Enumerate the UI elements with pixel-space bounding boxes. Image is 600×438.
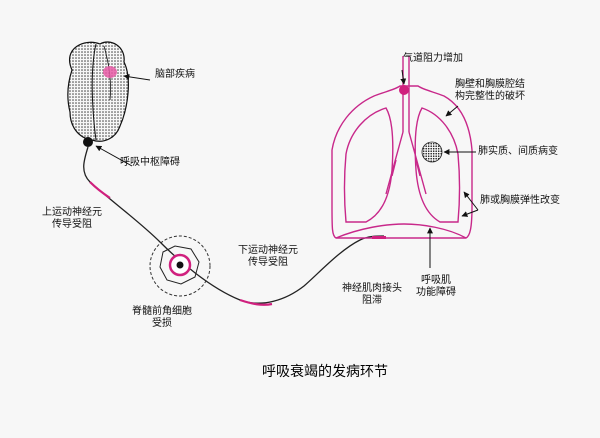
label-spinal: 脊髓前角细胞 受损 <box>122 306 202 330</box>
label-nmj-line2: 阻滞 <box>362 295 382 306</box>
spinal-cell-illustration <box>149 235 211 297</box>
label-resp-center: 呼吸中枢障碍 <box>120 157 180 168</box>
diagram-caption: 呼吸衰竭的发病环节 <box>262 364 388 380</box>
label-resp-muscle-line2: 功能障碍 <box>416 287 456 298</box>
lung-lesion <box>421 141 443 163</box>
label-lung-elasticity: 肺或胸膜弹性改变 <box>480 195 560 206</box>
label-airway: 气道阻力增加 <box>403 53 463 64</box>
label-upper-motor-line1: 上运动神经元 <box>42 207 102 218</box>
lungs-illustration <box>331 56 473 239</box>
label-chest-line1: 胸壁和胸膜腔结 <box>455 79 525 90</box>
resp-center-dot <box>83 137 93 147</box>
label-nmj-line1: 神经肌肉接头 <box>342 283 402 294</box>
label-resp-muscle: 呼吸肌 功能障碍 <box>406 275 466 299</box>
airway-narrowing <box>399 85 409 95</box>
label-lower-motor: 下运动神经元 传导受阻 <box>226 245 310 269</box>
label-spinal-line2: 受损 <box>152 318 172 329</box>
brain-illustration <box>67 41 129 147</box>
label-lung-parenchyma: 肺实质、间质病变 <box>478 146 558 157</box>
label-lower-motor-line1: 下运动神经元 <box>238 245 298 256</box>
label-resp-muscle-line1: 呼吸肌 <box>421 275 451 286</box>
label-upper-motor-line2: 传导受阻 <box>52 219 92 230</box>
label-nmj: 神经肌肉接头 阻滞 <box>330 283 414 307</box>
label-chest-line2: 构完整性的破坏 <box>455 91 525 102</box>
brain-lesion <box>103 66 117 78</box>
upper-motor-segment <box>89 181 111 199</box>
nmj-mark <box>372 236 386 239</box>
label-lower-motor-line2: 传导受阻 <box>248 257 288 268</box>
lower-motor-segment <box>239 298 273 306</box>
nerve-pathway <box>83 146 385 304</box>
label-brain-disease: 脑部疾病 <box>155 69 195 80</box>
label-chest: 胸壁和胸膜腔结 构完整性的破坏 <box>455 79 525 103</box>
label-upper-motor: 上运动神经元 传导受阻 <box>32 207 112 231</box>
label-spinal-line1: 脊髓前角细胞 <box>132 306 192 317</box>
annotation-arrows <box>95 69 479 268</box>
